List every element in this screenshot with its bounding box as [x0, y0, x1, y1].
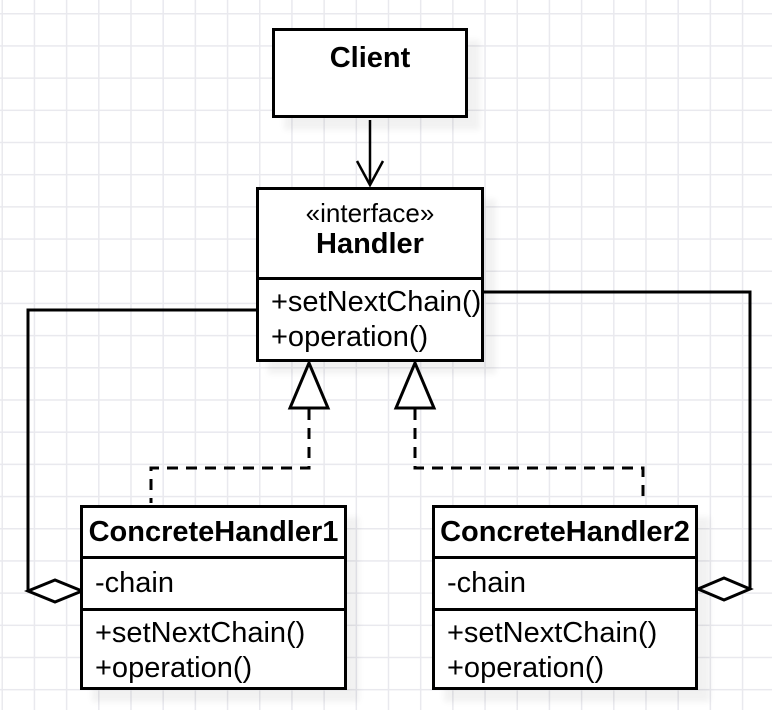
method-item: +setNextChain() [95, 617, 306, 649]
stereotype-label: «interface» [305, 198, 435, 228]
class-title: ConcreteHandler2 [440, 516, 690, 548]
hollow-triangle-icon [287, 359, 331, 410]
class-header: «interface» Handler [259, 190, 481, 280]
hollow-diamond-icon [24, 578, 86, 604]
method-item: +operation() [271, 321, 429, 353]
class-header: ConcreteHandler2 [435, 508, 695, 559]
class-box-client[interactable]: Client [272, 28, 468, 118]
connector-client-to-handler[interactable] [355, 120, 385, 188]
hollow-diamond-icon [694, 576, 754, 602]
attributes-compartment: -chain [435, 559, 695, 611]
methods-compartment: +setNextChain() +operation() [83, 611, 344, 687]
class-box-concretehandler1[interactable]: ConcreteHandler1 -chain +setNextChain() … [80, 505, 347, 690]
methods-compartment: +setNextChain() +operation() [435, 611, 695, 687]
class-title: ConcreteHandler1 [88, 516, 339, 548]
class-box-handler[interactable]: «interface» Handler +setNextChain() +ope… [256, 187, 484, 362]
open-arrowhead-icon [355, 160, 385, 188]
class-box-concretehandler2[interactable]: ConcreteHandler2 -chain +setNextChain() … [432, 505, 698, 690]
class-header: ConcreteHandler1 [83, 508, 344, 559]
connector-realization-concretehandler2[interactable] [393, 359, 645, 503]
method-item: +setNextChain() [271, 286, 482, 318]
attributes-compartment: -chain [83, 559, 344, 611]
method-item: +operation() [95, 652, 253, 684]
method-item: +setNextChain() [447, 617, 658, 649]
class-title: Client [329, 42, 411, 74]
class-title: Handler [316, 228, 424, 260]
hollow-triangle-icon [393, 359, 437, 410]
connector-aggregation-concretehandler2[interactable] [483, 290, 754, 602]
connector-realization-concretehandler1[interactable] [149, 359, 331, 503]
methods-compartment: +setNextChain() +operation() [259, 280, 481, 359]
attribute-item: -chain [95, 567, 174, 599]
method-item: +operation() [447, 652, 605, 684]
attribute-item: -chain [447, 567, 526, 599]
